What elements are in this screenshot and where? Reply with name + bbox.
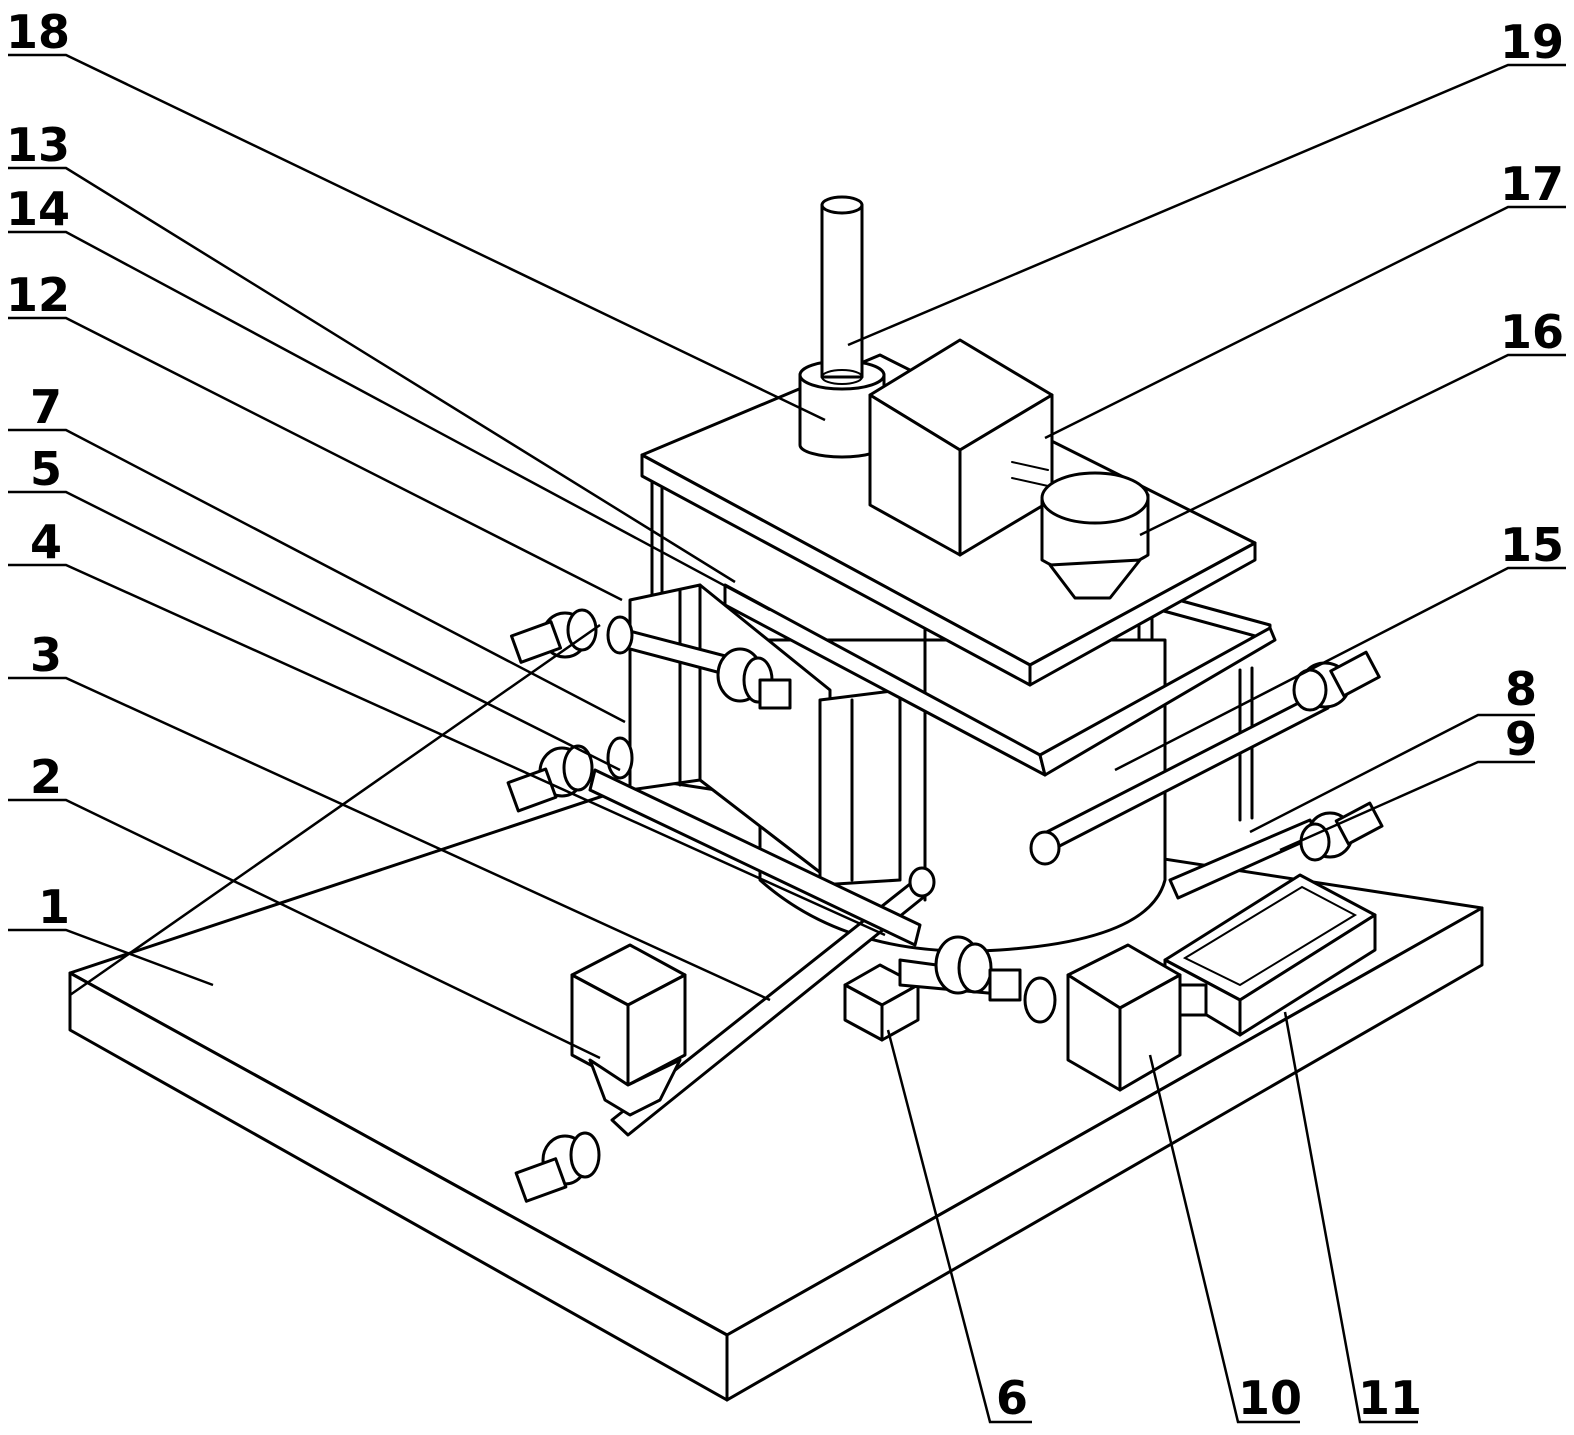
middle-pipe [588,768,922,947]
leader-17 [1044,205,1566,440]
leader-16 [1139,353,1566,537]
feed-pipe [610,866,936,1137]
label-19: 19 [1500,15,1564,69]
label-7: 7 [30,380,62,434]
label-11: 11 [1358,1371,1422,1425]
leader-1 [8,928,214,987]
label-2: 2 [30,750,62,804]
label-14: 14 [6,182,70,236]
flange-left-lower [514,1131,601,1203]
leader-6 [886,1029,1032,1424]
label-3: 3 [30,628,62,682]
leader-8 [1249,713,1535,834]
label-13: 13 [6,118,70,172]
leader-15 [1114,566,1566,772]
label-9: 9 [1505,712,1537,766]
leader-3 [8,676,771,1002]
pipe-right-lower [1168,801,1384,900]
pump-box [1066,943,1208,1092]
leader-14 [8,230,771,612]
feed-hopper [570,943,687,1117]
label-16: 16 [1500,305,1564,359]
leader-12 [8,316,623,602]
leader-18 [8,53,826,422]
label-6: 6 [996,1371,1028,1425]
leader-10 [1148,1054,1300,1424]
support-beam [723,583,1277,777]
label-5: 5 [30,442,62,496]
drive-motor [1040,471,1150,600]
leader-19 [847,63,1566,347]
label-10: 10 [1238,1371,1302,1425]
leader-11 [1283,1011,1418,1424]
leader-2 [8,798,601,1060]
leader-7 [8,428,626,724]
label-15: 15 [1500,518,1564,572]
label-18: 18 [6,5,70,59]
leader-4 [8,563,886,937]
reference-labels: 18 13 14 12 7 5 4 3 2 1 19 17 16 15 8 9 … [6,5,1564,1425]
sensor-box [843,963,920,1042]
label-12: 12 [6,268,70,322]
control-box [868,338,1054,557]
bottom-outlet [898,935,1057,1024]
flange-left-upper [509,608,634,664]
label-17: 17 [1500,157,1564,211]
label-1: 1 [38,880,70,934]
pipe-right-upper [1029,650,1381,866]
collection-tray [1163,873,1377,1037]
flange-center-upper [716,647,792,710]
flange-right-upper [1292,650,1381,712]
leader-5 [8,490,621,772]
leader-13 [8,166,736,584]
label-4: 4 [30,515,62,569]
leader-9 [1279,760,1535,852]
label-8: 8 [1505,662,1537,716]
exhaust-column [798,195,886,459]
flange-right-lower [1299,801,1384,862]
leader-lines [8,53,1566,1424]
